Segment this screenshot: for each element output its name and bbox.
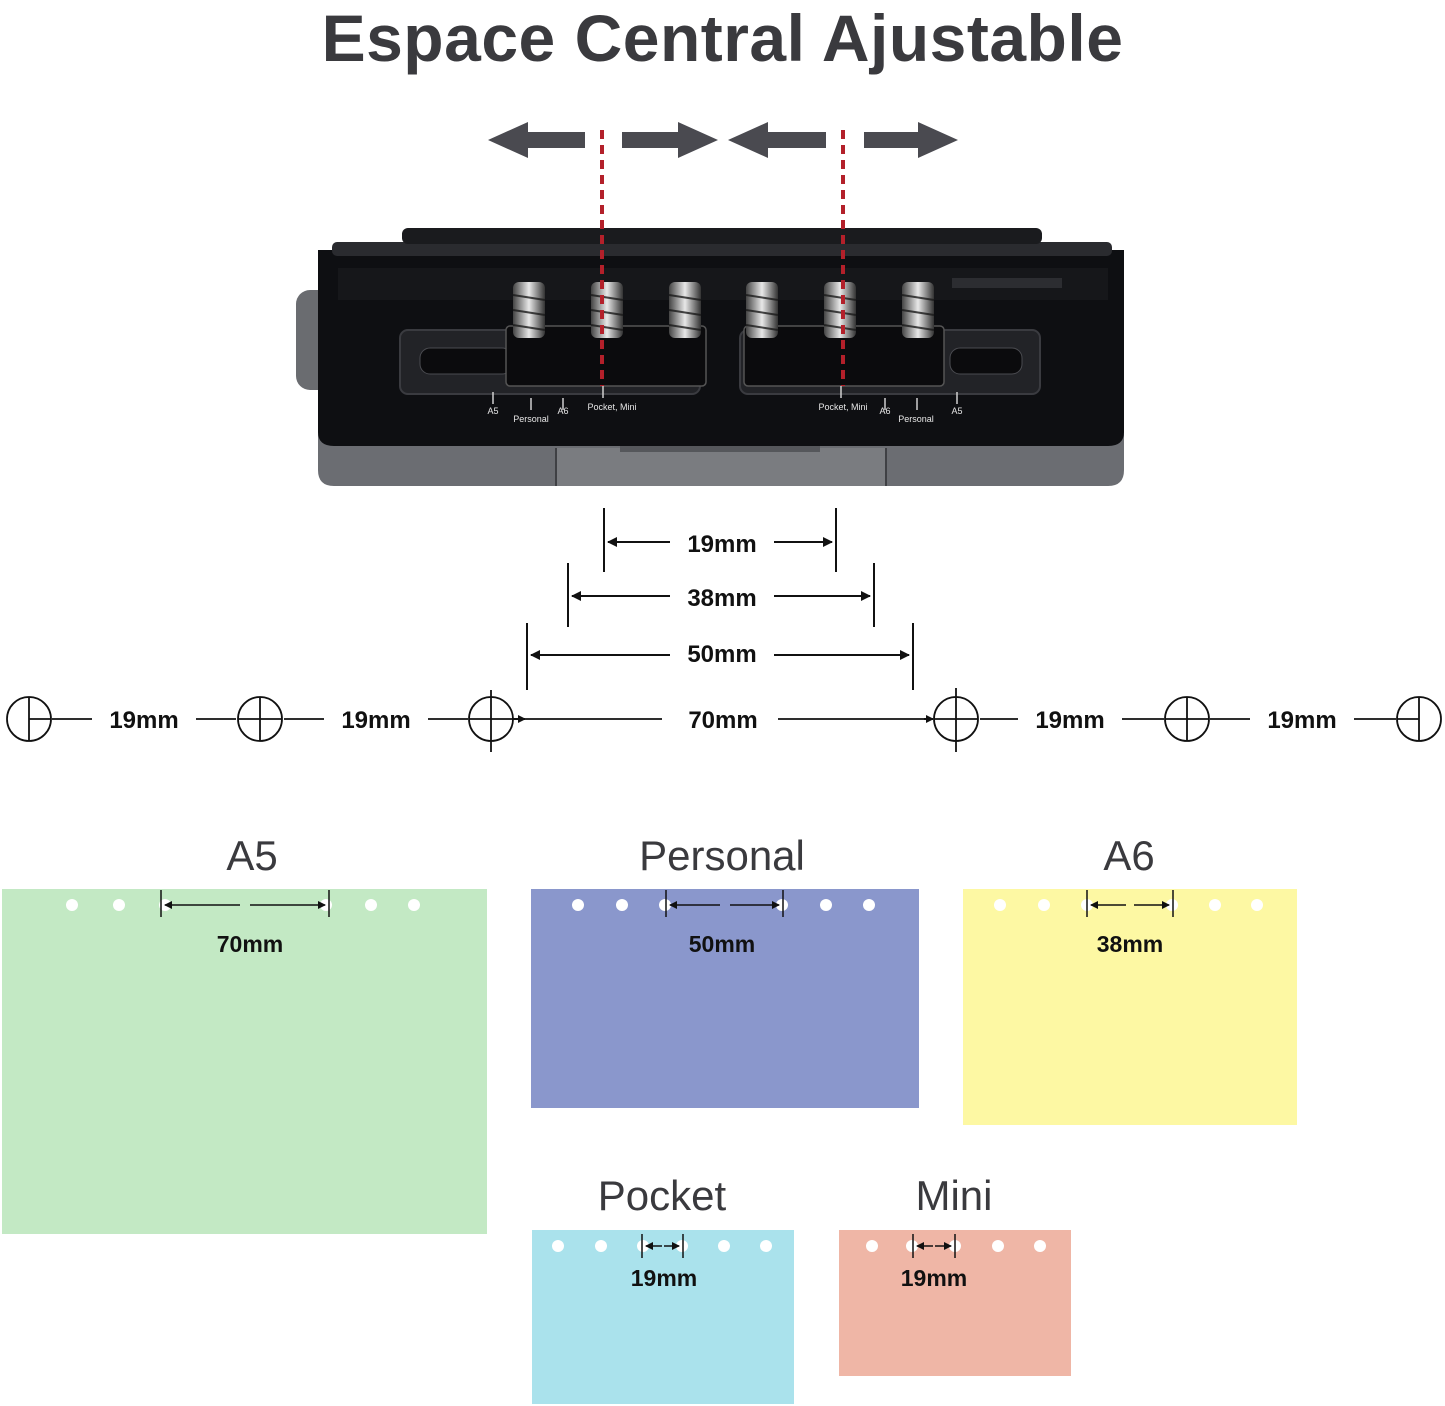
row-dim-3: 70mm (688, 707, 757, 734)
center-dim-38mm: 38mm (687, 585, 756, 612)
adjust-arrows (488, 122, 958, 158)
device-label-left-a5: A5 (487, 406, 498, 416)
row-dim-5: 19mm (1267, 707, 1336, 734)
hole-punch-device: A5 Personal A6 Pocket, Mini Pocket, Mini… (296, 228, 1124, 486)
arrow-left-1 (488, 122, 585, 158)
center-dim-19mm: 19mm (687, 531, 756, 558)
hole-row (6, 688, 1442, 752)
hole-circle-5 (1164, 696, 1210, 742)
row-dim-2: 19mm (341, 707, 410, 734)
sheet-a5-label: A5 (226, 832, 277, 879)
hole-circle-1 (6, 696, 52, 742)
sheet-a6: A6 38mm (963, 832, 1297, 1125)
device-label-left-pocket-mini: Pocket, Mini (587, 402, 636, 412)
sheet-mini: Mini 19mm (839, 1172, 1071, 1376)
sheet-pocket-paper (532, 1230, 794, 1404)
center-dimensions (526, 508, 914, 690)
row-dim-4: 19mm (1035, 707, 1104, 734)
hole-circle-2 (237, 696, 283, 742)
arrow-left-2 (728, 122, 826, 158)
hole-circle-3 (468, 690, 514, 752)
sheet-a5-measure: 70mm (217, 931, 283, 957)
device-label-left-personal: Personal (513, 414, 549, 424)
arrow-right-2 (864, 122, 958, 158)
page-title: Espace Central Ajustable (321, 1, 1124, 75)
row-dim-1: 19mm (109, 707, 178, 734)
device-label-right-a5: A5 (951, 406, 962, 416)
hole-circle-4 (933, 688, 979, 752)
device-label-right-personal: Personal (898, 414, 934, 424)
center-dim-50mm: 50mm (687, 641, 756, 668)
sheet-a6-paper (963, 889, 1297, 1125)
sheet-pocket-measure: 19mm (631, 1265, 697, 1291)
sheet-personal-label: Personal (639, 832, 805, 879)
device-label-right-pocket-mini: Pocket, Mini (818, 402, 867, 412)
sheet-a5-paper (2, 889, 487, 1234)
sheet-a6-label: A6 (1103, 832, 1154, 879)
device-label-left-a6: A6 (557, 406, 568, 416)
sheet-personal: Personal 50mm (531, 832, 919, 1108)
sheet-pocket: Pocket 19mm (532, 1172, 794, 1404)
sheet-personal-paper (531, 889, 919, 1108)
sheet-a6-measure: 38mm (1097, 931, 1163, 957)
sheet-a5: A5 70mm (2, 832, 487, 1234)
sheet-mini-label: Mini (915, 1172, 992, 1219)
guide-lines (600, 130, 845, 386)
sheet-mini-measure: 19mm (901, 1265, 967, 1291)
hole-circle-6 (1396, 696, 1442, 742)
arrow-right-1 (622, 122, 718, 158)
sheet-pocket-label: Pocket (598, 1172, 727, 1219)
sheet-personal-measure: 50mm (689, 931, 755, 957)
device-label-right-a6: A6 (879, 406, 890, 416)
